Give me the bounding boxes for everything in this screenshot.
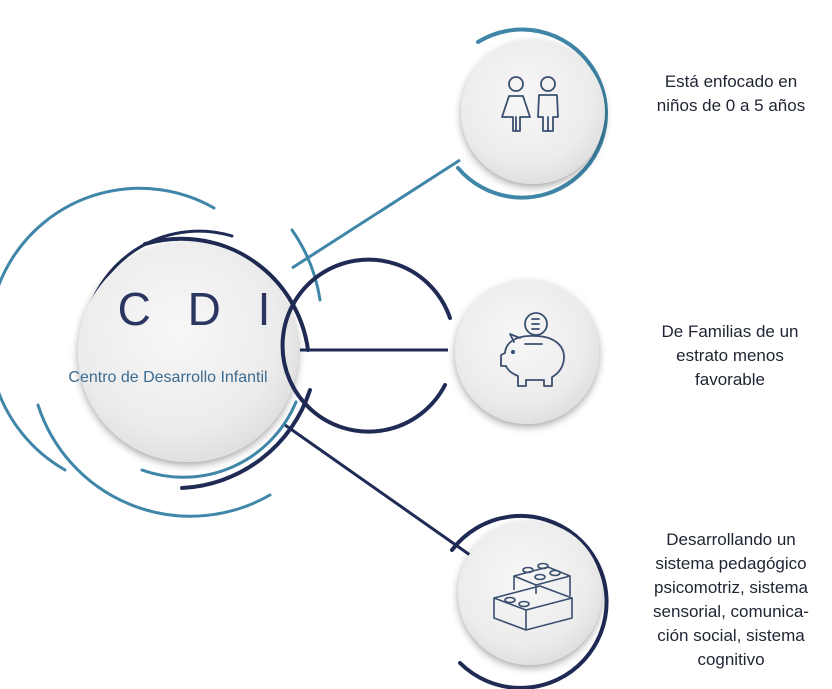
center-subtitle: Centro de Desarrollo Infantil xyxy=(68,369,268,386)
node-disk xyxy=(458,521,602,665)
node-piggy-bank xyxy=(280,257,599,434)
node-ring xyxy=(456,27,608,200)
node-disk xyxy=(461,40,605,184)
connector-line-top xyxy=(291,158,461,270)
node-ring xyxy=(280,257,452,434)
building-blocks-icon xyxy=(493,562,573,631)
node-disk xyxy=(455,280,599,424)
caption-children: Está enfocado en niños de 0 a 5 años xyxy=(656,72,806,115)
caption-families: De Familias de un estrato menos favorabl… xyxy=(661,322,799,389)
piggy-bank-icon xyxy=(500,312,565,387)
center-disk xyxy=(78,242,298,462)
node-blocks xyxy=(450,513,609,689)
node-ring xyxy=(450,513,609,689)
caption-system: Desarrollando un sistema pedagógico psic… xyxy=(653,530,809,669)
center-title: C D I xyxy=(117,283,283,335)
children-icon xyxy=(501,76,559,132)
connector-line-bottom xyxy=(284,423,471,557)
node-children xyxy=(456,27,608,200)
